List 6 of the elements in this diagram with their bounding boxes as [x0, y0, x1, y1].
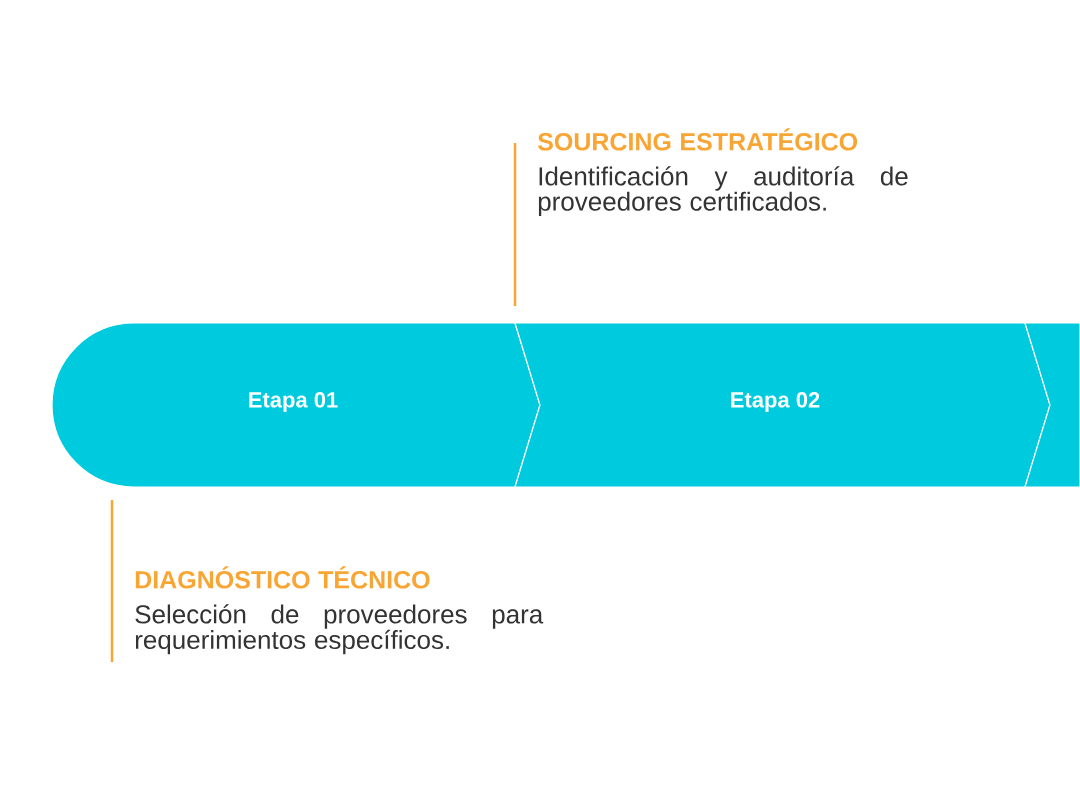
- stage-description: Selección de proveedores para requerimientos específicos.: [135, 604, 544, 655]
- stage-title: DIAGNÓSTICO TÉCNICO: [135, 566, 430, 589]
- stage-segment: [1024, 322, 1080, 488]
- stage-description: Identificación y auditoría de proveedores certificados.: [538, 166, 908, 216]
- stage-title: SOURCING ESTRATÉGICO: [537, 128, 858, 151]
- stage-segment: Etapa 01: [51, 322, 541, 488]
